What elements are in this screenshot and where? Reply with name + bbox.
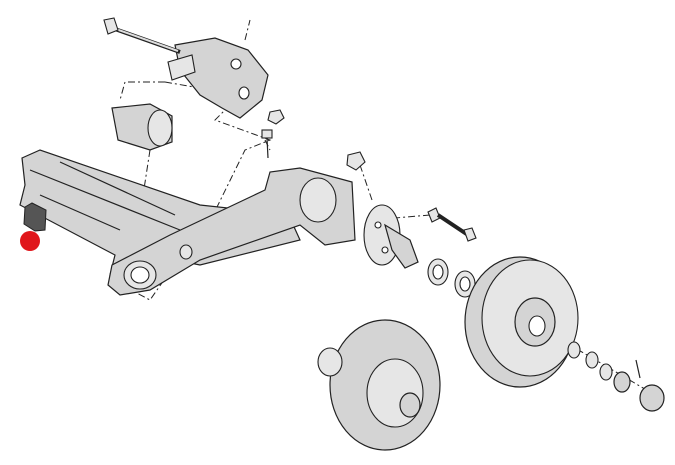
highlight-marker[interactable] bbox=[20, 231, 40, 251]
hub-small-parts bbox=[567, 341, 665, 412]
mounting-bracket bbox=[167, 37, 269, 119]
stub-axle-flange bbox=[363, 204, 419, 269]
trailing-arm bbox=[107, 167, 356, 296]
wheel-bearings bbox=[427, 258, 476, 298]
hub-bolt bbox=[427, 207, 477, 242]
long-bolt bbox=[103, 17, 181, 54]
brake-disc bbox=[317, 319, 441, 451]
highlighted-bushing bbox=[23, 202, 47, 232]
rubber-bushing bbox=[111, 103, 173, 151]
brake-drum bbox=[464, 256, 579, 388]
bracket-nut-bolt bbox=[261, 109, 366, 171]
